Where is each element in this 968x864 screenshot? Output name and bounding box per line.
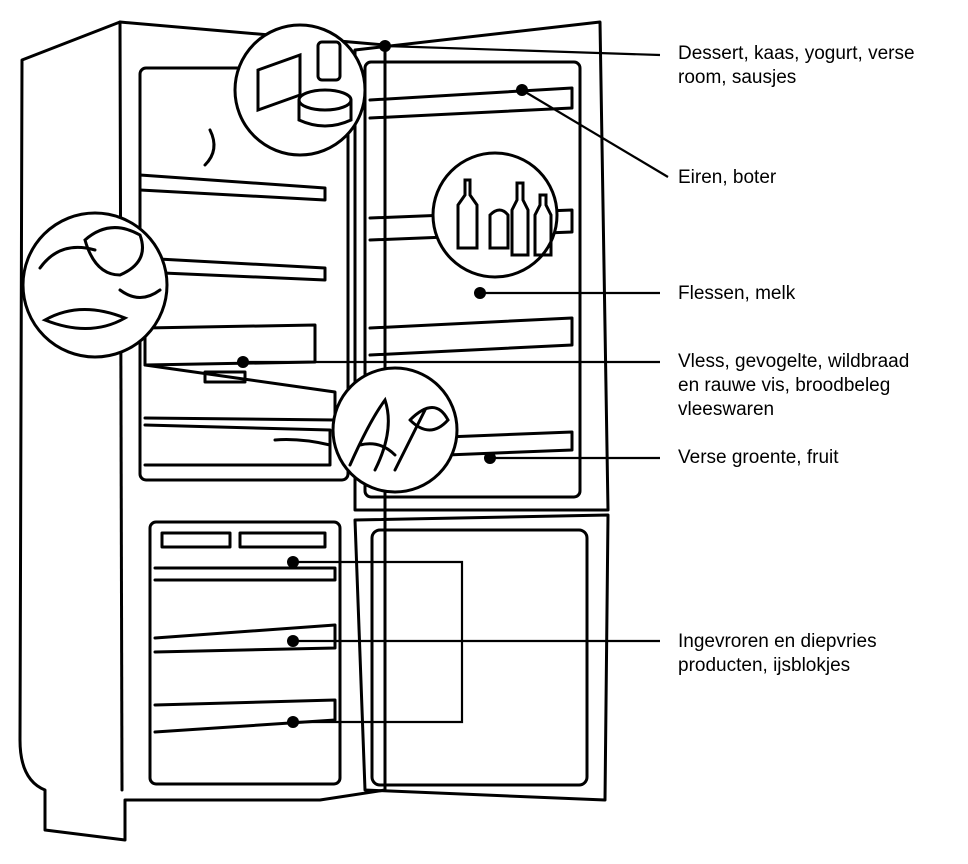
freezer-door-inner (370, 528, 589, 787)
cream-pot-icon (316, 40, 342, 82)
marker-dot-vegetables (484, 452, 496, 464)
bottle-icon (488, 208, 510, 250)
vegetables-bubble (331, 366, 459, 494)
label-dairy: Dessert, kaas, yogurt, verse room, sausj… (678, 43, 915, 88)
marker-dot-meat (237, 356, 249, 368)
marker-dot-frozen-top (287, 556, 299, 568)
label-frozen: Ingevroren en diepvries producten, ijsbl… (678, 631, 877, 676)
carrot-icon (393, 408, 427, 472)
freezer-vent (160, 531, 232, 549)
meat-bubble (21, 211, 169, 359)
fridge-door-inner (363, 60, 582, 499)
door-shelf (368, 86, 574, 120)
leader-line-eggs (521, 89, 669, 178)
freezer-compartment (148, 520, 342, 786)
fridge-shelf (138, 173, 327, 202)
leader-line-dairy (384, 44, 661, 57)
arrow-icon (203, 128, 216, 167)
poultry-icon (83, 226, 144, 277)
fridge-shelf (138, 256, 327, 282)
bottle-icon (456, 178, 479, 250)
freezer-drawer (153, 698, 337, 734)
crisper-drawer (143, 423, 332, 467)
bottle-icon (510, 181, 530, 257)
freezer-vent (238, 531, 327, 549)
freezer-door (353, 513, 610, 802)
freezer-drawer (153, 566, 337, 582)
fridge-side-edge (118, 20, 124, 792)
label-meat: Vless, gevogelte, wildbraad en rauwe vis… (678, 351, 910, 420)
label-eggs: Eiren, boter (678, 167, 777, 188)
meat-drawer-front (143, 363, 337, 422)
arrow-icon (273, 438, 332, 447)
fridge-door (353, 20, 610, 512)
fish-icon (41, 308, 129, 330)
marker-dot-dairy (379, 40, 391, 52)
marker-dot-frozen-mid (287, 635, 299, 647)
marker-dot-bottles (474, 287, 486, 299)
meat-drawer (143, 323, 317, 367)
marker-dot-eggs (516, 84, 528, 96)
door-shelf (368, 430, 574, 460)
door-shelf (368, 316, 574, 357)
marker-dot-frozen-bottom (287, 716, 299, 728)
crisper-handle (203, 370, 247, 384)
bottles-bubble (431, 151, 559, 279)
freezer-drawer (153, 623, 337, 654)
label-vegetables: Verse groente, fruit (678, 447, 839, 468)
bottle-icon (533, 193, 553, 257)
leaf-icon (408, 406, 450, 432)
label-bottles: Flessen, melk (678, 283, 796, 304)
